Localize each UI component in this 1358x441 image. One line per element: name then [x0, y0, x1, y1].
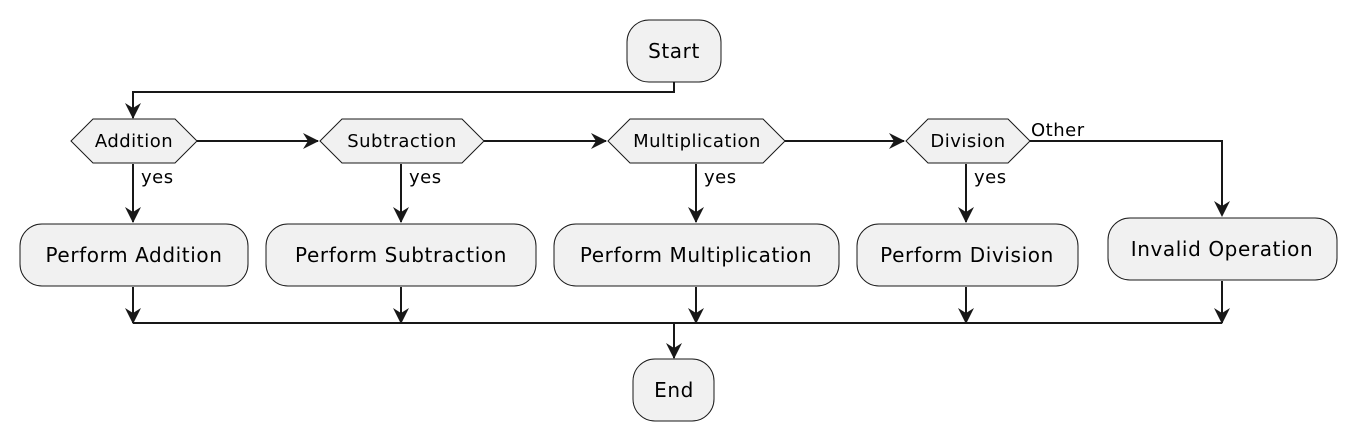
arrowhead-invalid: [1214, 201, 1230, 217]
action-perform-multiplication: Perform Multiplication: [553, 223, 840, 287]
arrowhead-merge-5: [1214, 308, 1230, 324]
action-invalid-operation-label: Invalid Operation: [1131, 237, 1314, 261]
arrowhead-perform-multiplication: [688, 207, 704, 223]
arrowhead-addition: [125, 103, 141, 119]
decision-division-label: Division: [930, 131, 1005, 152]
arrowhead-end: [666, 343, 682, 359]
action-perform-subtraction: Perform Subtraction: [265, 223, 537, 287]
decision-multiplication: Multiplication: [607, 118, 786, 164]
action-perform-addition: Perform Addition: [19, 223, 249, 287]
arrowhead-division: [889, 133, 905, 149]
decision-division: Division: [905, 118, 1031, 164]
end-label: End: [654, 378, 694, 402]
decision-subtraction-label: Subtraction: [347, 131, 457, 152]
branch-label-other: Other: [1031, 120, 1085, 141]
arrowhead-subtraction: [303, 133, 319, 149]
decision-subtraction: Subtraction: [319, 118, 485, 164]
end-node: End: [632, 358, 715, 422]
arrowhead-merge-2: [393, 308, 409, 324]
edges: [125, 82, 1230, 359]
arrowhead-merge-3: [688, 308, 704, 324]
decision-addition-label: Addition: [95, 131, 173, 152]
arrowhead-merge-4: [958, 308, 974, 324]
arrowhead-perform-subtraction: [393, 207, 409, 223]
branch-label-multiplication-yes: yes: [704, 167, 737, 188]
arrowhead-perform-addition: [125, 207, 141, 223]
action-perform-addition-label: Perform Addition: [45, 243, 222, 267]
branch-label-subtraction-yes: yes: [409, 167, 442, 188]
decision-multiplication-label: Multiplication: [633, 131, 761, 152]
arrowhead-merge-1: [125, 308, 141, 324]
branch-label-addition-yes: yes: [141, 167, 174, 188]
start-node: Start: [626, 19, 722, 83]
start-label: Start: [648, 39, 700, 63]
action-invalid-operation: Invalid Operation: [1107, 217, 1338, 281]
decision-addition: Addition: [70, 118, 198, 164]
action-perform-division: Perform Division: [856, 223, 1079, 287]
arrowhead-multiplication: [591, 133, 607, 149]
action-perform-subtraction-label: Perform Subtraction: [295, 243, 507, 267]
edge-start-to-addition: [132, 82, 675, 118]
action-perform-division-label: Perform Division: [880, 243, 1054, 267]
edge-division-to-invalid: [1030, 140, 1223, 215]
branch-label-division-yes: yes: [974, 167, 1007, 188]
action-perform-multiplication-label: Perform Multiplication: [580, 243, 812, 267]
arrowhead-perform-division: [958, 207, 974, 223]
